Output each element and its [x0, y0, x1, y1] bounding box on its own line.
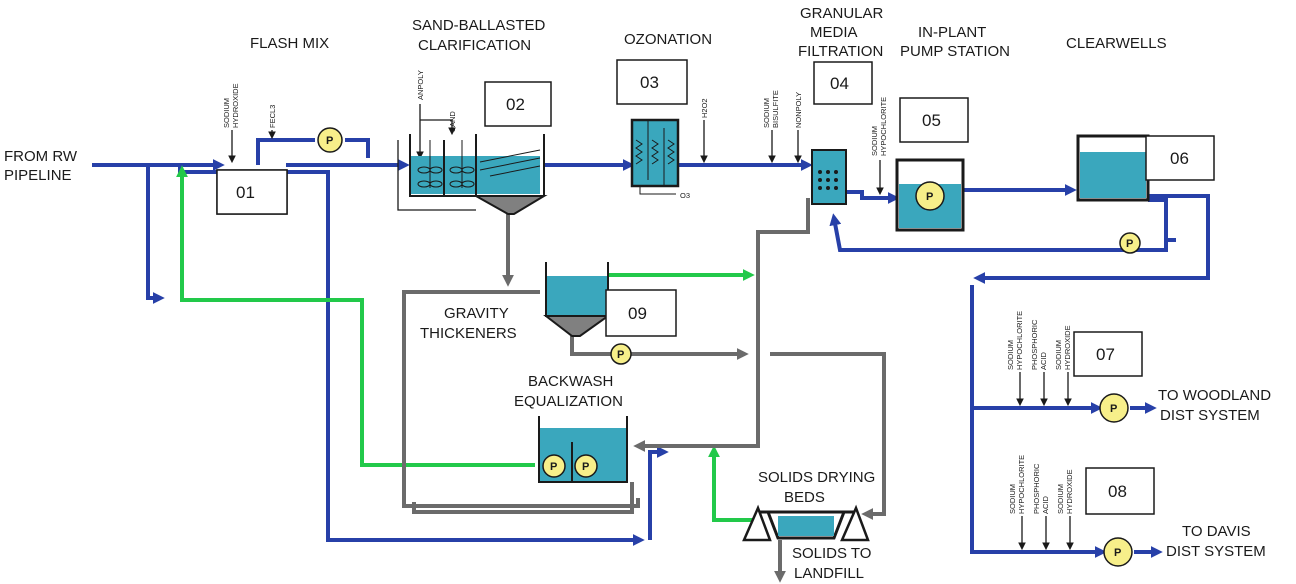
- chem-hydroxide: HYDROXIDE: [1063, 325, 1072, 370]
- svg-text:P: P: [926, 191, 933, 203]
- chem-hypochlorite: HYPOCHLORITE: [1015, 311, 1024, 370]
- label-ozonation: OZONATION: [624, 31, 712, 48]
- pumps: P P P P P P P P: [317, 127, 1141, 567]
- label-davis-dist: DIST SYSTEM: [1166, 543, 1266, 560]
- label-clarification: CLARIFICATION: [418, 37, 531, 54]
- recycle-lines: [176, 165, 760, 522]
- label-pump-station: PUMP STATION: [900, 43, 1010, 60]
- svg-text:P: P: [550, 461, 557, 473]
- label-gravity: GRAVITY: [444, 305, 509, 322]
- label-to-davis: TO DAVIS: [1182, 523, 1251, 540]
- chem-hypochlorite: HYPOCHLORITE: [1017, 455, 1026, 514]
- svg-text:P: P: [1114, 547, 1121, 559]
- svg-text:P: P: [582, 461, 589, 473]
- unit-06: 06: [1170, 149, 1189, 168]
- chem-sodium: SODIUM: [1006, 340, 1015, 370]
- unit-05: 05: [922, 111, 941, 130]
- unit-01: 01: [236, 183, 255, 202]
- chem-sand: SAND: [448, 111, 457, 132]
- chemical-feed-arrows: [228, 104, 1074, 551]
- ozonation-contactor: [630, 118, 680, 195]
- gravity-thickener: [543, 262, 612, 337]
- pump-icon: P: [915, 181, 945, 211]
- label-thickeners: THICKENERS: [420, 325, 517, 342]
- label-solids-to: SOLIDS TO: [792, 545, 871, 562]
- label-granular: GRANULAR: [800, 5, 884, 22]
- pump-icon: P: [1103, 537, 1133, 567]
- unit-08: 08: [1108, 482, 1127, 501]
- label-sand-ballasted: SAND-BALLASTED: [412, 17, 546, 34]
- label-equalization: EQUALIZATION: [514, 393, 623, 410]
- clearwell-tank: [1076, 134, 1150, 202]
- solids-lines: [402, 198, 886, 583]
- unit-09: 09: [628, 304, 647, 323]
- chem-h2o2: H2O2: [700, 98, 709, 118]
- label-solids-drying: SOLIDS DRYING: [758, 469, 875, 486]
- chem-acid: ACID: [1041, 495, 1050, 514]
- unit-03: 03: [640, 73, 659, 92]
- pump-icon: P: [574, 454, 598, 478]
- pump-icon: P: [610, 343, 632, 365]
- pump-icon: P: [317, 127, 343, 153]
- label-backwash: BACKWASH: [528, 373, 613, 390]
- solids-drying-bed: [742, 504, 870, 542]
- chem-sodium: SODIUM: [1008, 484, 1017, 514]
- granular-media-filter: [811, 149, 847, 205]
- label-clearwells: CLEARWELLS: [1066, 35, 1167, 52]
- chem-acid: ACID: [1039, 351, 1048, 370]
- label-beds: BEDS: [784, 489, 825, 506]
- unit-04: 04: [830, 74, 849, 93]
- svg-text:P: P: [1126, 238, 1133, 250]
- chem-phosphoric: PHOSPHORIC: [1032, 463, 1041, 514]
- chem-hydroxide: HYDROXIDE: [231, 83, 240, 128]
- label-media: MEDIA: [810, 24, 858, 41]
- label-pipeline: PIPELINE: [4, 167, 72, 184]
- pump-icon: P: [542, 454, 566, 478]
- chemical-labels: SODIUM HYDROXIDE FECL3 ANPOLY SAND H2O2 …: [222, 70, 1074, 514]
- svg-text:P: P: [1110, 403, 1117, 415]
- pump-icon: P: [1099, 393, 1129, 423]
- chem-nonpoly: NONPOLY: [794, 92, 803, 128]
- label-flash-mix: FLASH MIX: [250, 35, 329, 52]
- chem-bisulfite: BISULFITE: [771, 90, 780, 128]
- label-filtration: FILTRATION: [798, 43, 883, 60]
- svg-text:P: P: [326, 135, 333, 147]
- chem-phosphoric: PHOSPHORIC: [1030, 319, 1039, 370]
- unit-number-boxes: 01 02 03 04 05 06 07 08 09: [216, 59, 1215, 515]
- chem-sodium: SODIUM: [1056, 484, 1065, 514]
- label-o3: O3: [680, 191, 690, 200]
- pump-icon: P: [1119, 232, 1141, 254]
- chem-sodium: SODIUM: [870, 126, 879, 156]
- chem-sodium: SODIUM: [1054, 340, 1063, 370]
- chem-sodium: SODIUM: [762, 98, 771, 128]
- process-labels: FROM RW PIPELINE FLASH MIX SAND-BALLASTE…: [4, 5, 1271, 582]
- chem-hypochlorite: HYPOCHLORITE: [879, 97, 888, 156]
- unit-07: 07: [1096, 345, 1115, 364]
- label-in-plant: IN-PLANT: [918, 24, 986, 41]
- label-landfill: LANDFILL: [794, 565, 864, 582]
- label-from-rw: FROM RW: [4, 148, 78, 165]
- unit-02: 02: [506, 95, 525, 114]
- chem-hydroxide: HYDROXIDE: [1065, 469, 1074, 514]
- label-woodland-dist: DIST SYSTEM: [1160, 407, 1260, 424]
- label-to-woodland: TO WOODLAND: [1158, 387, 1271, 404]
- chem-fecl3: FECL3: [268, 105, 277, 128]
- chem-anpoly: ANPOLY: [416, 70, 425, 100]
- sand-ballasted-clarifier: [397, 134, 548, 215]
- svg-text:P: P: [617, 349, 624, 361]
- chem-sodium: SODIUM: [222, 98, 231, 128]
